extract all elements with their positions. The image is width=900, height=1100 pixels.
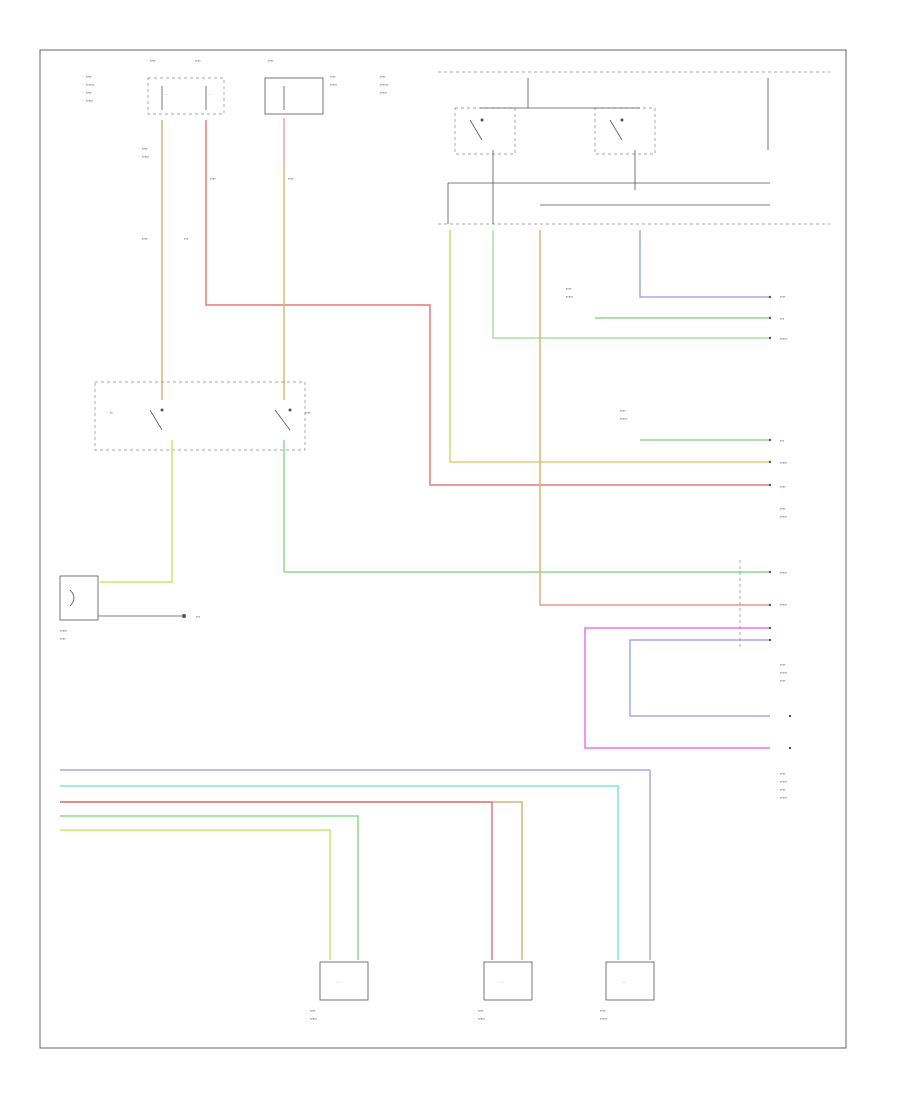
wire-green-left — [283, 440, 770, 573]
svg-text:▪▪▪▪▪: ▪▪▪▪▪ — [780, 670, 788, 675]
svg-text:▪▪▪▪: ▪▪▪▪ — [780, 771, 786, 776]
svg-text:▪▪▪▪▪: ▪▪▪▪▪ — [780, 779, 788, 784]
svg-text:▪▪▪▪: ▪▪▪▪ — [150, 58, 156, 63]
wire-cyan-bus — [60, 785, 619, 960]
wire-red-left — [205, 120, 770, 486]
svg-text:▪▪▪▪▪: ▪▪▪▪▪ — [780, 570, 788, 575]
sensor-left: ▪▪▪▪▪ ▪▪▪▪ ▪▪▪ — [59, 575, 201, 641]
svg-text:▪▪▪▪: ▪▪▪▪ — [142, 236, 148, 241]
svg-text:▪▪▪▪▪: ▪▪▪▪▪ — [478, 1016, 486, 1021]
svg-text:▪▪▪▪: ▪▪▪▪ — [478, 1008, 484, 1013]
svg-text:▪▪▪▪▪▪: ▪▪▪▪▪▪ — [86, 82, 95, 87]
wire-green-right — [492, 230, 770, 339]
svg-text:▪▪▪▪: ▪▪▪▪ — [566, 286, 572, 291]
svg-text:▪▪: ▪▪ — [110, 410, 113, 415]
wire-violet-top — [639, 230, 770, 298]
svg-text:▪▪▪▪: ▪▪▪▪ — [780, 484, 786, 489]
svg-text:▪▪▪▪: ▪▪▪▪ — [310, 1008, 316, 1013]
svg-text:▪▪▪▪: ▪▪▪▪ — [60, 636, 66, 641]
top-fuse-block-right: ▪▪▪▪ ▪▪▪▪ ▪▪▪▪▪ ▪▪▪▪ ▪▪▪▪▪▪ ▪▪▪▪▪ — [264, 58, 389, 115]
svg-text:▪▪▪▪: ▪▪▪▪ — [780, 662, 786, 667]
actuator-icon: ⋯ — [336, 980, 340, 985]
svg-text:▪▪▪▪: ▪▪▪▪ — [380, 74, 386, 79]
diagram-border — [39, 49, 847, 1049]
wire-red-bus — [60, 801, 493, 960]
svg-text:▪▪▪▪▪: ▪▪▪▪▪ — [780, 514, 788, 519]
actuator-2: ⋯ — [483, 961, 533, 1001]
svg-text:▪▪▪▪: ▪▪▪▪ — [195, 58, 201, 63]
switch-box: ▪▪ ▪▪▪▪ — [94, 381, 311, 451]
wire-orange-bus — [60, 801, 523, 960]
wire-violet-lower — [629, 639, 770, 717]
wire-lime-left — [100, 440, 173, 583]
svg-text:▪▪▪▪: ▪▪▪▪ — [142, 146, 148, 151]
fuse-icon: ~ — [209, 92, 212, 97]
svg-text:▪▪▪▪▪: ▪▪▪▪▪ — [780, 602, 788, 607]
wire-green-bus — [60, 815, 359, 960]
svg-text:▪▪▪▪: ▪▪▪▪ — [86, 74, 92, 79]
svg-text:▪▪▪▪▪: ▪▪▪▪▪ — [566, 294, 574, 299]
right-connector-pins — [739, 295, 792, 750]
svg-text:▪▪▪▪▪: ▪▪▪▪▪ — [60, 628, 68, 633]
wire-yellow-right — [449, 230, 770, 463]
svg-text:▪▪▪▪: ▪▪▪▪ — [780, 506, 786, 511]
svg-text:▪▪▪▪: ▪▪▪▪ — [288, 176, 294, 181]
svg-text:▪▪▪: ▪▪▪ — [196, 614, 201, 619]
svg-text:▪▪▪▪: ▪▪▪▪ — [86, 90, 92, 95]
relay-right — [594, 107, 656, 155]
svg-text:▪▪▪▪▪: ▪▪▪▪▪ — [600, 1016, 608, 1021]
svg-text:▪▪▪▪▪: ▪▪▪▪▪ — [620, 416, 628, 421]
svg-text:▪▪▪▪▪: ▪▪▪▪▪ — [780, 460, 788, 465]
svg-text:▪▪▪▪▪: ▪▪▪▪▪ — [780, 336, 788, 341]
svg-text:▪▪▪▪: ▪▪▪▪ — [210, 176, 216, 181]
svg-text:▪▪▪▪▪: ▪▪▪▪▪ — [330, 82, 338, 87]
svg-text:▪▪▪▪: ▪▪▪▪ — [600, 1008, 606, 1013]
wire-lime-bus — [60, 829, 331, 960]
actuator-1: ⋯ — [319, 961, 369, 1001]
relay-left — [454, 107, 516, 155]
actuator-3: ⋯ — [605, 961, 655, 1001]
svg-text:▪▪▪: ▪▪▪ — [184, 236, 189, 241]
svg-text:▪▪▪▪: ▪▪▪▪ — [620, 408, 626, 413]
svg-text:▪▪▪▪: ▪▪▪▪ — [780, 787, 786, 792]
svg-text:▪▪▪: ▪▪▪ — [780, 316, 785, 321]
illegible-labels: ▪▪▪▪ ▪▪▪▪▪ ▪▪▪▪ ▪▪▪▪ ▪▪▪▪ ▪▪▪ ▪▪▪▪ ▪▪▪▪▪… — [142, 146, 788, 1021]
fuse-icon: ~ — [165, 92, 168, 97]
svg-text:▪▪▪▪▪: ▪▪▪▪▪ — [380, 90, 388, 95]
svg-text:▪▪▪: ▪▪▪ — [780, 438, 785, 443]
svg-text:▪▪▪▪: ▪▪▪▪ — [780, 294, 786, 299]
svg-text:▪▪▪▪▪: ▪▪▪▪▪ — [86, 98, 94, 103]
top-fuse-block-left: ~ ~ ▪▪▪▪ ▪▪▪▪ ▪▪▪▪ ▪▪▪▪▪▪ ▪▪▪▪ ▪▪▪▪▪ — [86, 58, 225, 115]
svg-text:▪▪▪▪▪: ▪▪▪▪▪ — [142, 154, 150, 159]
svg-text:▪▪▪▪▪▪: ▪▪▪▪▪▪ — [380, 82, 389, 87]
svg-text:▪▪▪▪: ▪▪▪▪ — [268, 58, 274, 63]
svg-text:▪▪▪▪▪: ▪▪▪▪▪ — [310, 1016, 318, 1021]
svg-text:▪▪▪▪: ▪▪▪▪ — [305, 410, 311, 415]
wire-orange-right — [539, 230, 770, 606]
svg-text:▪▪▪▪▪: ▪▪▪▪▪ — [780, 795, 788, 800]
svg-text:▪▪▪▪: ▪▪▪▪ — [330, 74, 336, 79]
actuator-icon: ⋯ — [622, 980, 626, 985]
actuator-icon: ⋯ — [500, 980, 504, 985]
svg-text:▪▪▪▪: ▪▪▪▪ — [780, 678, 786, 683]
wire-magenta — [584, 627, 770, 749]
